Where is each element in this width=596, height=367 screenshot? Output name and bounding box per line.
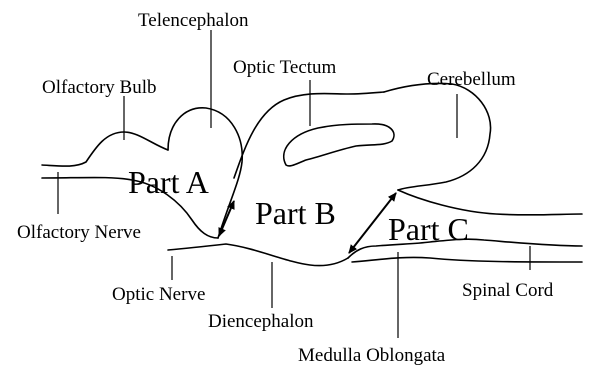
- part-b-label: Part B: [255, 195, 336, 231]
- olfactory-bulb-outline: [42, 132, 168, 166]
- part-c-label: Part C: [388, 211, 469, 247]
- olfactory-nerve-label: Olfactory Nerve: [17, 222, 141, 243]
- spinal-cord-label: Spinal Cord: [462, 280, 554, 301]
- cerebellum-outline: [384, 83, 491, 190]
- telencephalon-label: Telencephalon: [138, 10, 249, 31]
- cerebellum-label: Cerebellum: [427, 69, 516, 90]
- spinal-cord-outline: [352, 257, 582, 262]
- boundary-arrow-a-b: [219, 201, 234, 236]
- optic-tectum-label: Optic Tectum: [233, 57, 337, 78]
- medulla-oblongata-label: Medulla Oblongata: [298, 345, 446, 366]
- optic-tectum-inner-outline: [284, 124, 394, 166]
- optic-nerve-outline: [168, 244, 348, 266]
- optic-tectum-outline: [234, 92, 384, 178]
- optic-nerve-label: Optic Nerve: [112, 284, 205, 305]
- olfactory-bulb-label: Olfactory Bulb: [42, 77, 157, 98]
- diencephalon-label: Diencephalon: [208, 311, 314, 332]
- part-a-label: Part A: [128, 164, 209, 200]
